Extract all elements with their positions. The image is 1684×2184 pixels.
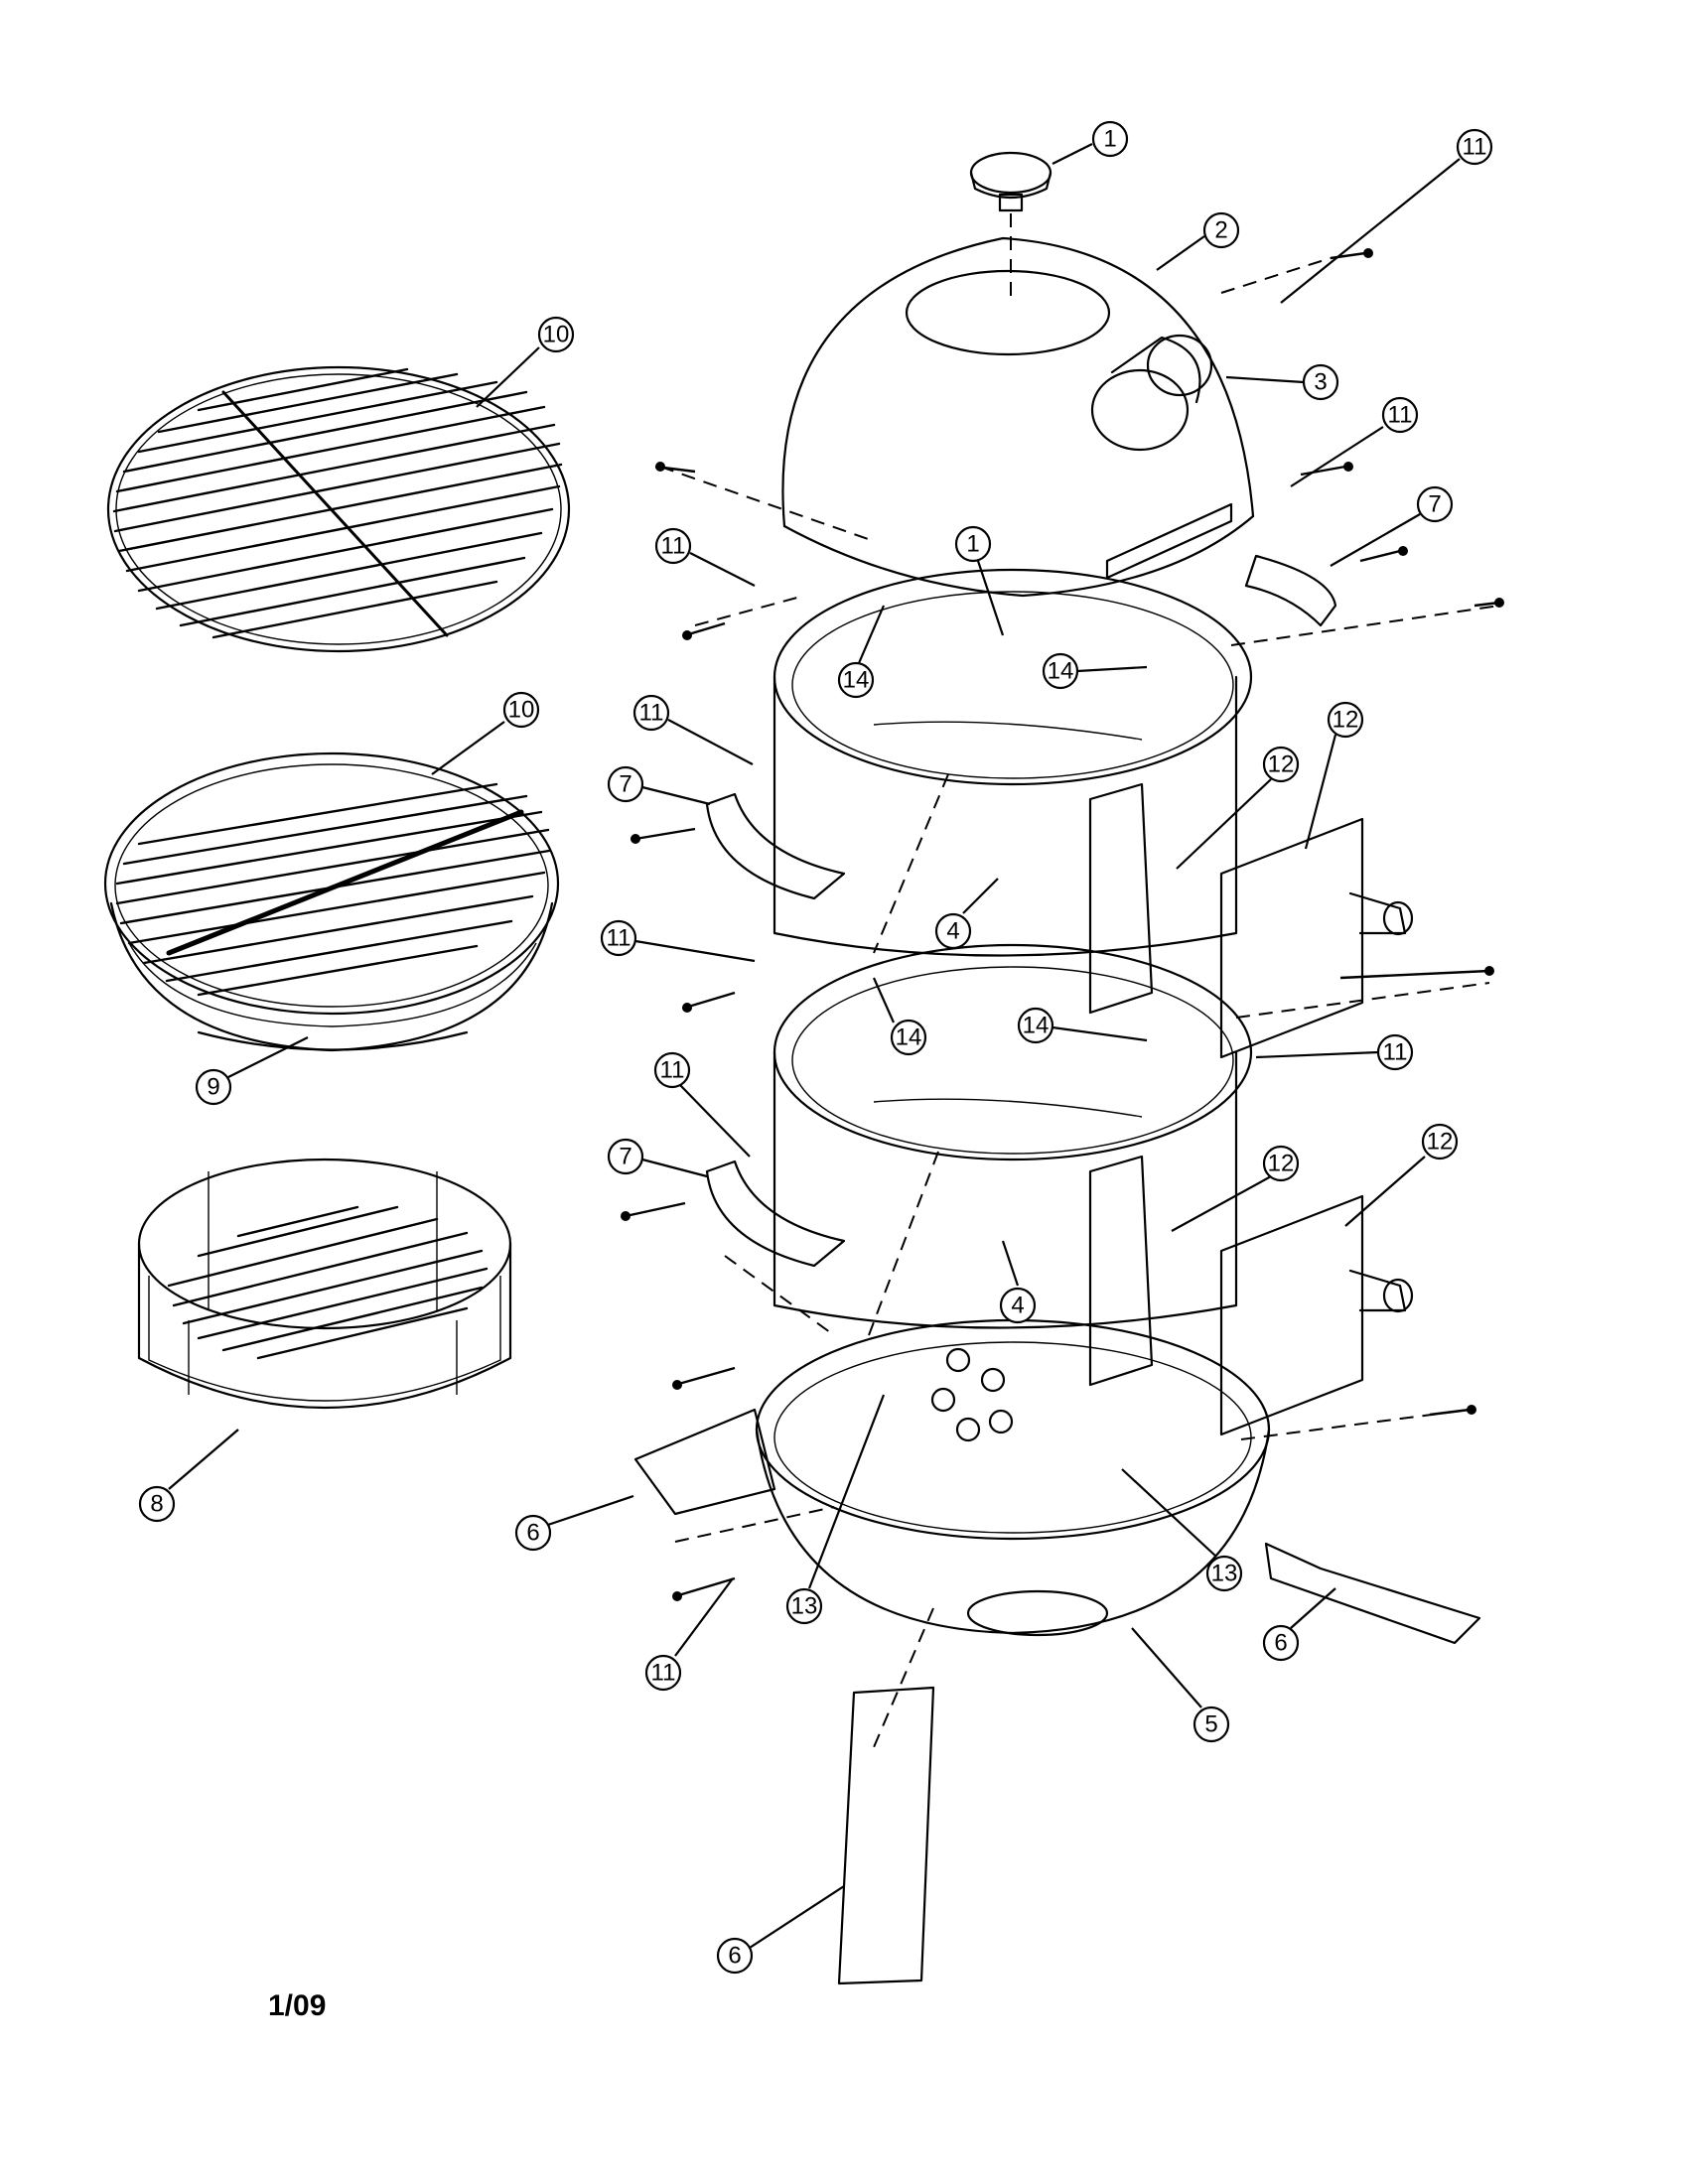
- callout-4a: [934, 912, 972, 950]
- callout-14d-label: 14: [1023, 1013, 1050, 1039]
- callout-11c: [654, 527, 692, 565]
- top-cooking-grate: [106, 365, 571, 653]
- callout-12d: [1421, 1123, 1459, 1160]
- callout-11f: [653, 1051, 691, 1089]
- callout-6c-label: 6: [728, 1943, 741, 1970]
- callout-6a: [514, 1514, 552, 1552]
- callout-8: [138, 1485, 176, 1523]
- callout-11e: [600, 919, 637, 957]
- callout-14c: [890, 1019, 927, 1056]
- callout-11f-label: 11: [660, 1057, 685, 1084]
- lower-door: [1088, 1155, 1414, 1436]
- callout-1-label: 1: [1103, 126, 1116, 153]
- callout-11d: [632, 694, 670, 732]
- callout-14c-label: 14: [896, 1024, 922, 1051]
- callout-12c: [1262, 1145, 1300, 1182]
- callout-14a: [837, 661, 875, 699]
- callout-12a-label: 12: [1268, 751, 1295, 778]
- callout-11b-label: 11: [1388, 402, 1413, 429]
- callout-6c: [716, 1937, 754, 1975]
- callout-11a: [1456, 128, 1493, 166]
- callout-7a-label: 7: [619, 771, 632, 798]
- callout-6b: [1262, 1624, 1300, 1662]
- callout-5: [1193, 1706, 1230, 1743]
- upper-mid-section: [772, 568, 1253, 957]
- assembly-lines: [659, 257, 1500, 1748]
- date-code: 1/09: [268, 1989, 327, 2022]
- callout-12b-label: 12: [1333, 707, 1359, 734]
- callout-11g-label: 11: [1383, 1039, 1408, 1066]
- callout-7c-label: 7: [1428, 491, 1441, 518]
- callout-2: [1202, 211, 1240, 249]
- callout-3-label: 3: [1314, 369, 1327, 396]
- callout-3: [1302, 363, 1339, 401]
- callout-4b: [999, 1287, 1037, 1324]
- callout-7b: [607, 1138, 644, 1175]
- callout-13a-label: 13: [791, 1593, 818, 1620]
- callout-7c: [1416, 485, 1454, 523]
- callout-14d: [1017, 1007, 1054, 1044]
- callout-5-label: 5: [1204, 1711, 1217, 1738]
- callout-11e-label: 11: [607, 925, 632, 952]
- callout-7a: [607, 765, 644, 803]
- callout-13b: [1205, 1555, 1243, 1592]
- handles: [705, 554, 1337, 1268]
- callout-13a: [785, 1587, 823, 1625]
- callout-12c-label: 12: [1268, 1151, 1295, 1177]
- callout-9-label: 9: [207, 1074, 219, 1101]
- callout-10b-label: 10: [508, 697, 535, 724]
- lower-cooking-grate: [103, 751, 560, 1016]
- water-pan: [109, 901, 554, 1052]
- callout-14b-label: 14: [1048, 658, 1074, 685]
- callout-7b-label: 7: [619, 1144, 632, 1170]
- legs: [633, 1408, 1481, 1985]
- callout-10b: [502, 691, 540, 729]
- callout-1b: [954, 525, 992, 563]
- callout-1b-label: 1: [966, 531, 979, 558]
- bolts: [621, 248, 1504, 1601]
- callout-11d-label: 11: [639, 700, 664, 727]
- callout-6b-label: 6: [1274, 1630, 1287, 1657]
- callout-11g: [1376, 1033, 1414, 1071]
- callout-9: [195, 1068, 232, 1106]
- callout-11a-label: 11: [1463, 134, 1487, 161]
- lid-dome: [781, 236, 1255, 598]
- callout-12d-label: 12: [1427, 1129, 1454, 1156]
- callout-1: [1091, 120, 1129, 158]
- callouts: 1 1 2 3 4 4 5 6 6 6: [138, 120, 1493, 1975]
- callout-8-label: 8: [150, 1491, 163, 1518]
- callout-12a: [1262, 746, 1300, 783]
- callout-11b: [1381, 396, 1419, 434]
- callout-4a-label: 4: [946, 918, 959, 945]
- charcoal-pan: [137, 1158, 512, 1409]
- callout-14b: [1042, 652, 1079, 690]
- callout-14a-label: 14: [843, 667, 870, 694]
- callout-13b-label: 13: [1211, 1561, 1238, 1587]
- callout-2-label: 2: [1214, 217, 1227, 244]
- callout-4b-label: 4: [1011, 1293, 1024, 1319]
- callout-10a-label: 10: [543, 322, 570, 348]
- callout-12b: [1327, 701, 1364, 739]
- callout-11c-label: 11: [661, 533, 686, 560]
- bowl: [755, 1318, 1271, 1637]
- callout-10a: [537, 316, 575, 353]
- lower-mid-section: [772, 943, 1253, 1329]
- top-knob: [969, 151, 1052, 212]
- callout-11h: [644, 1654, 682, 1692]
- callout-11h-label: 11: [651, 1660, 676, 1687]
- upper-door: [1088, 782, 1414, 1059]
- callout-6a-label: 6: [526, 1520, 539, 1547]
